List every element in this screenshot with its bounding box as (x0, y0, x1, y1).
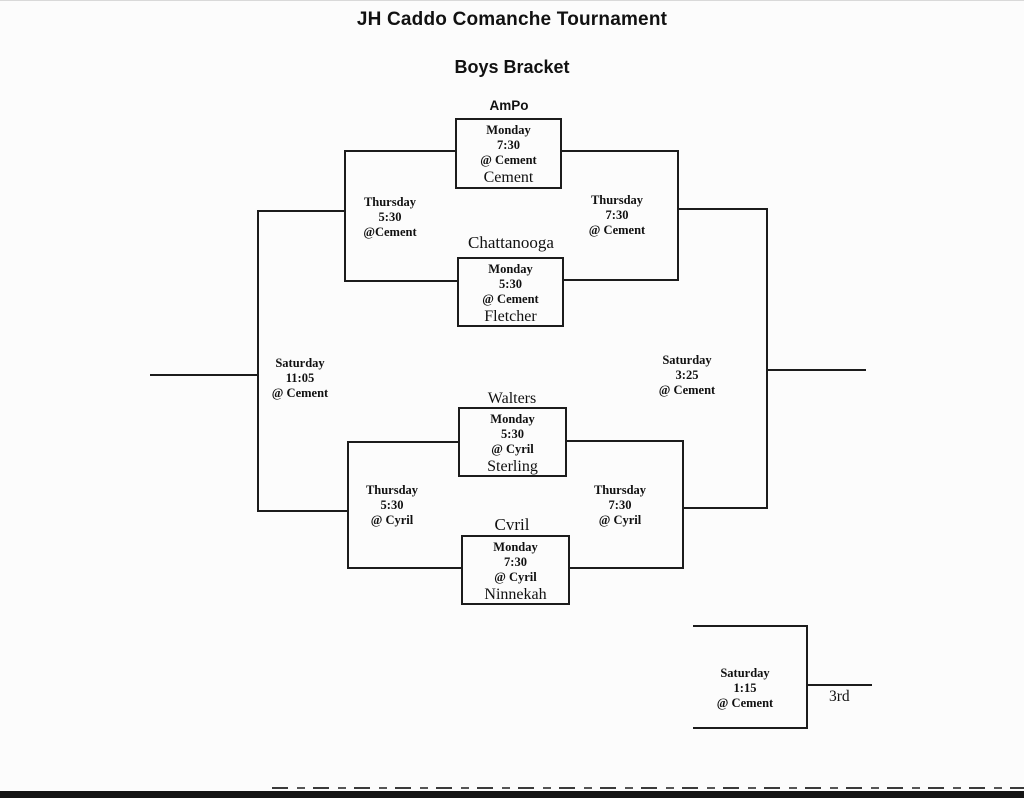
page-title: JH Caddo Comanche Tournament (356, 9, 668, 30)
bracket-connector (257, 210, 346, 212)
game-time: 7:30 (497, 138, 520, 152)
game-site: @ Cement (271, 386, 329, 400)
game-site: @ Cyril (491, 442, 534, 456)
game-day: Thursday (365, 483, 419, 497)
bracket-connector (564, 279, 679, 281)
game-time: 5:30 (378, 210, 402, 224)
third-place-schedule: Saturday 1:15 @ Cement (695, 666, 795, 711)
bracket-connector (766, 369, 866, 371)
bracket-subtitle: Boys Bracket (454, 57, 570, 77)
bracket-connector (347, 441, 349, 569)
bracket-connector (347, 441, 460, 443)
seed-label-ninnekah: Ninnekah (484, 586, 547, 603)
game-site: @ Cement (482, 292, 539, 306)
game-time: 5:30 (499, 277, 522, 291)
game-time: 7:30 (605, 208, 629, 222)
third-place-connector (806, 684, 872, 686)
game-site: @ Cement (658, 383, 716, 397)
game-site: @ Cyril (370, 513, 414, 527)
game-day: Saturday (720, 666, 770, 680)
bracket-connector (562, 150, 679, 152)
game-day: Thursday (593, 483, 647, 497)
bracket-connector (344, 150, 346, 282)
game-site: @Cement (363, 225, 417, 239)
semifinal-right-top-schedule: Thursday 7:30 @ Cement (567, 193, 667, 238)
game-day: Thursday (590, 193, 644, 207)
game-day: Monday (486, 123, 531, 137)
seed-label-chattanooga: Chattanooga (468, 233, 554, 252)
bracket-connector (150, 374, 259, 376)
bracket-connector (344, 150, 458, 152)
game-time: 11:05 (285, 371, 315, 385)
seed-label-cement: Cement (483, 169, 534, 186)
semifinal-right-bottom-schedule: Thursday 7:30 @ Cyril (570, 483, 670, 528)
game-day: Monday (490, 412, 535, 426)
seed-label-ampo: AmPo (489, 98, 529, 113)
seed-label-sterling: Sterling (487, 458, 538, 475)
bracket-connector (257, 510, 349, 512)
game-day: Monday (488, 262, 533, 276)
bracket-connector (257, 210, 259, 512)
game-box-monday-530-cement: Monday 5:30 @ Cement Fletcher (457, 257, 564, 327)
bracket-connector (682, 507, 768, 509)
game-site: @ Cyril (598, 513, 642, 527)
game-day: Saturday (662, 353, 712, 367)
bracket-connector (677, 208, 768, 210)
bracket-connector (344, 280, 460, 282)
game-time: 3:25 (675, 368, 699, 382)
game-time: 5:30 (380, 498, 404, 512)
game-time: 7:30 (608, 498, 632, 512)
semifinal-left-bottom-schedule: Thursday 5:30 @ Cyril (342, 483, 442, 528)
semifinal-left-top-schedule: Thursday 5:30 @Cement (340, 195, 440, 240)
seed-label-fletcher: Fletcher (484, 308, 537, 325)
bracket-connector (766, 208, 768, 509)
game-site: @ Cyril (494, 570, 537, 584)
championship-schedule: Saturday 3:25 @ Cement (637, 353, 737, 398)
game-site: @ Cement (588, 223, 646, 237)
game-day: Monday (493, 540, 538, 554)
game-day: Saturday (275, 356, 325, 370)
game-box-monday-730-cyril: Monday 7:30 @ Cyril Ninnekah (461, 535, 570, 605)
game-time: 7:30 (504, 555, 527, 569)
seed-label-cvril: Cvril (494, 515, 530, 534)
seed-label-walters: Walters (487, 390, 537, 407)
scan-artifact-top-line (0, 0, 1024, 1)
consolation-final-schedule: Saturday 11:05 @ Cement (250, 356, 350, 401)
bracket-connector (682, 440, 684, 569)
game-box-monday-530-cyril: Monday 5:30 @ Cyril Sterling (458, 407, 567, 477)
bracket-connector (347, 567, 463, 569)
third-place-label: 3rd (829, 688, 850, 705)
third-place-connector (693, 727, 808, 729)
game-site: @ Cement (480, 153, 537, 167)
bracket-connector (570, 567, 684, 569)
third-place-connector (693, 625, 808, 627)
bracket-connector (567, 440, 684, 442)
game-time: 1:15 (733, 681, 757, 695)
scan-artifact-dashed-line (272, 787, 1024, 789)
scan-artifact-black-bar (0, 791, 1024, 798)
third-place-connector (806, 625, 808, 729)
game-box-monday-730-cement: Monday 7:30 @ Cement Cement (455, 118, 562, 189)
game-site: @ Cement (716, 696, 774, 710)
game-time: 5:30 (501, 427, 524, 441)
bracket-connector (677, 150, 679, 281)
game-day: Thursday (363, 195, 417, 209)
